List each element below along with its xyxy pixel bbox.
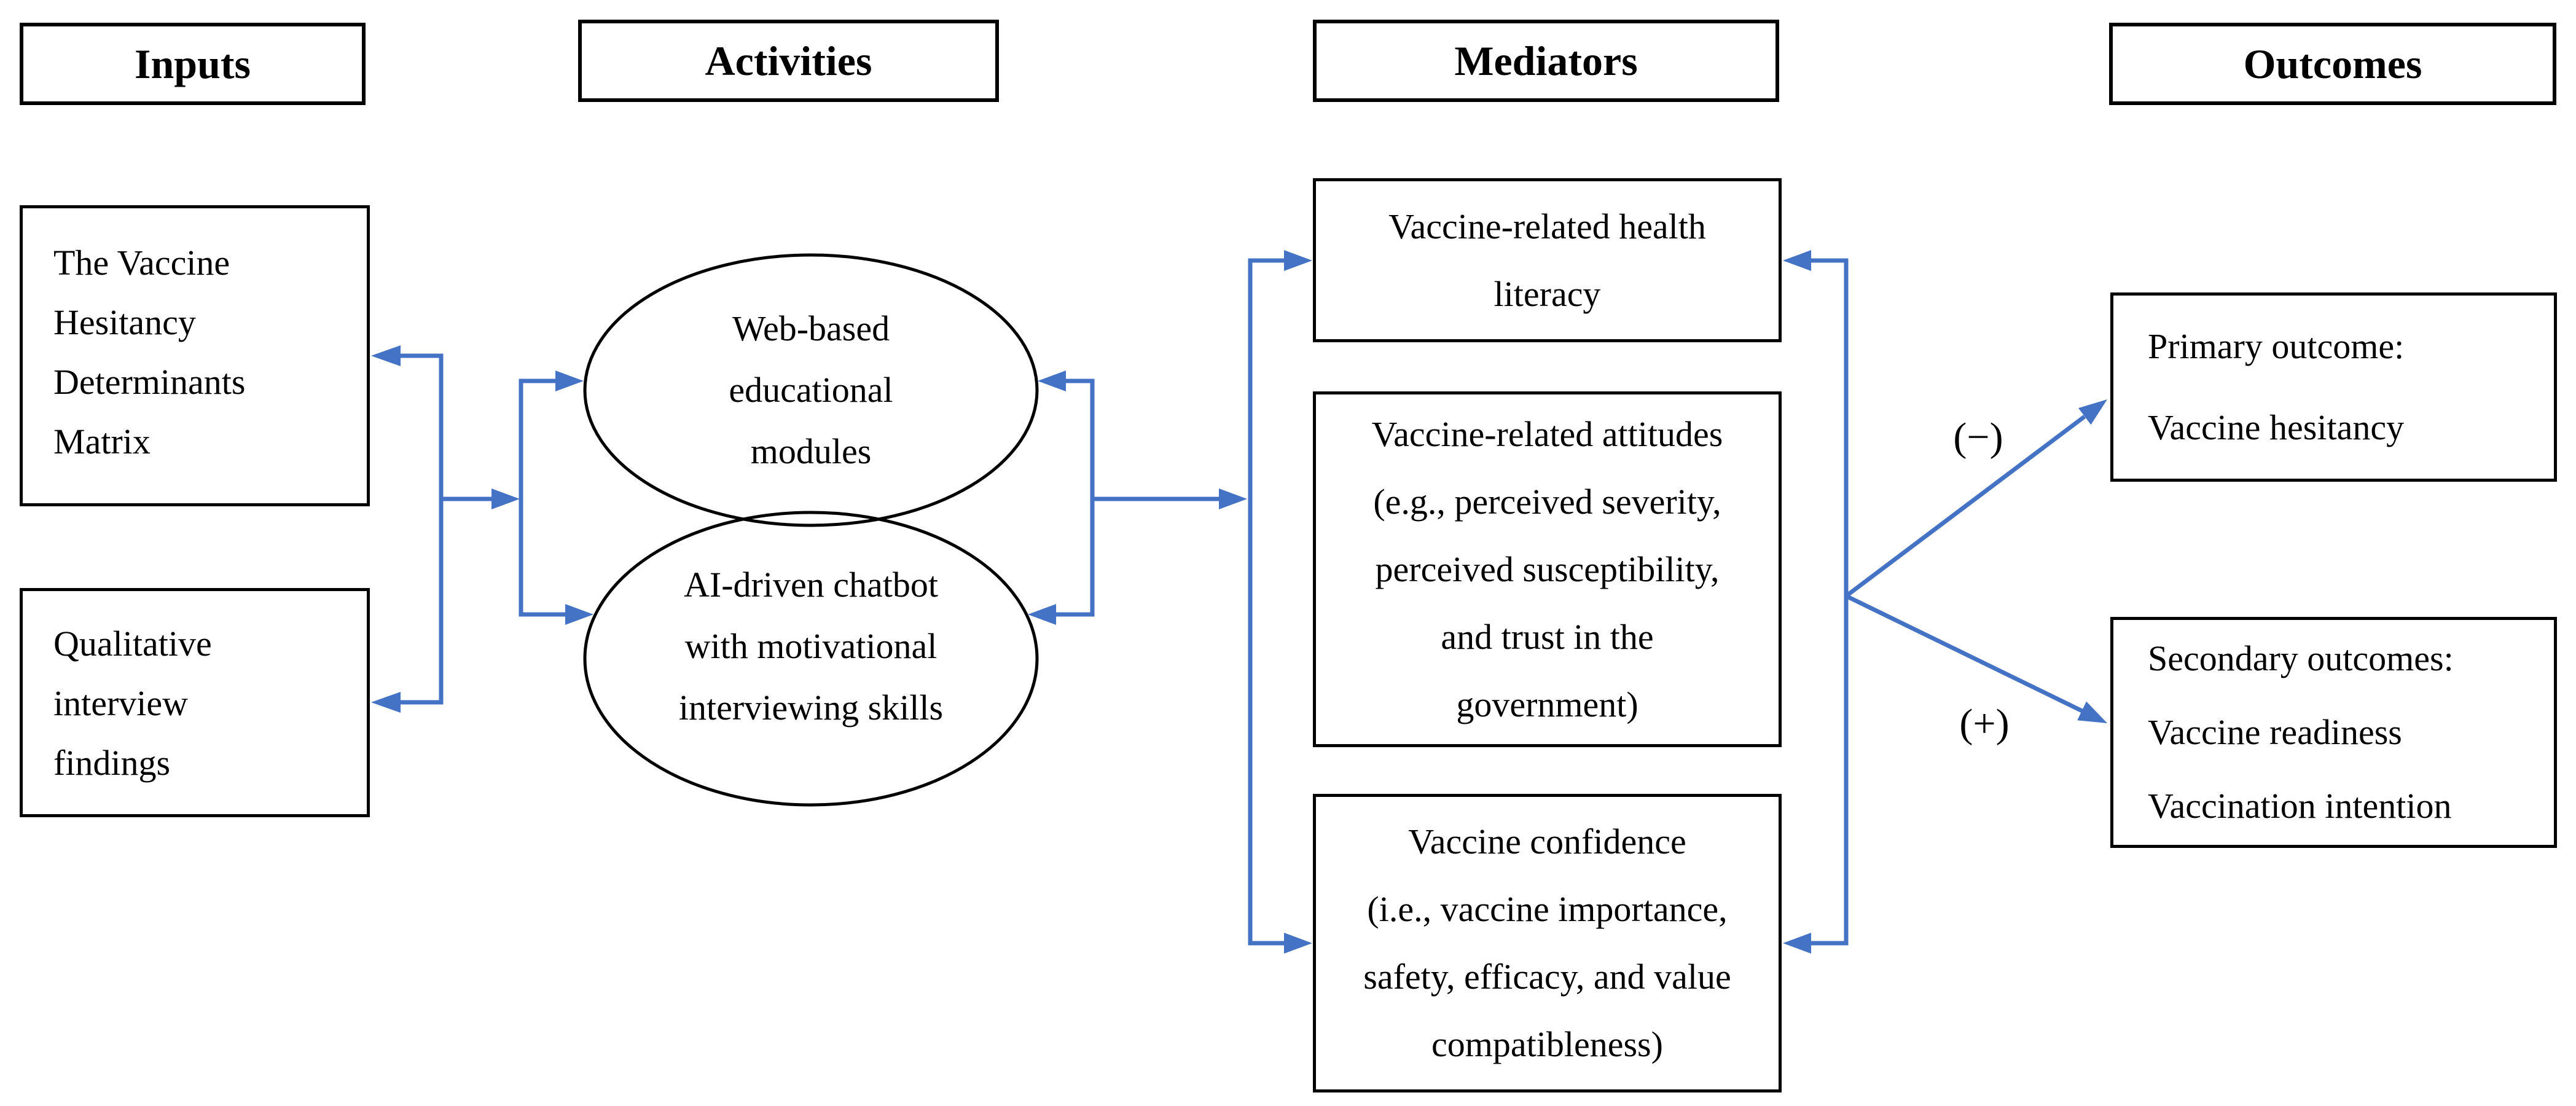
text-line: interview bbox=[53, 683, 189, 723]
ellipse-web-modules bbox=[583, 253, 1039, 527]
header-outcomes-label: Outcomes bbox=[2243, 40, 2422, 87]
text-line: Vaccine hesitancy bbox=[2148, 407, 2405, 447]
text-line: educational bbox=[729, 370, 893, 410]
input-box-qualitative-findings: Qualitative interview findings bbox=[20, 588, 370, 817]
outcome-box-secondary: Secondary outcomes: Vaccine readiness Va… bbox=[2110, 617, 2557, 848]
text-line: compatibleness) bbox=[1431, 1024, 1663, 1064]
text-line: Matrix bbox=[53, 422, 151, 461]
connector-activities-left-bracket bbox=[519, 378, 565, 617]
text-line: Vaccine confidence bbox=[1408, 822, 1686, 861]
header-mediators-label: Mediators bbox=[1454, 37, 1638, 84]
ellipse-ai-chatbot-text: AI-driven chatbot with motivational inte… bbox=[585, 554, 1037, 739]
text-line: interviewing skills bbox=[678, 688, 944, 728]
arrowhead-into-ellipse2-right bbox=[1028, 604, 1056, 625]
text-line: Hesitancy bbox=[53, 302, 196, 342]
text-line: The Vaccine bbox=[53, 243, 230, 283]
mediator-box-vaccine-confidence: Vaccine confidence (i.e., vaccine import… bbox=[1313, 794, 1782, 1092]
connector-mediators-to-secondary bbox=[1845, 594, 2083, 713]
ellipse-web-modules-text: Web-based educational modules bbox=[585, 298, 1037, 482]
label-positive-effect: (+) bbox=[1959, 701, 2010, 746]
text-line: Primary outcome: bbox=[2148, 326, 2405, 366]
text-line: and trust in the bbox=[1441, 616, 1654, 657]
arrowhead-into-confidence-left bbox=[1284, 933, 1312, 954]
connector-mediators-to-primary bbox=[1844, 415, 2086, 598]
header-activities: Activities bbox=[578, 20, 999, 102]
arrowhead-into-ellipse1-right bbox=[1038, 371, 1066, 391]
header-inputs-label: Inputs bbox=[134, 40, 251, 87]
arrowhead-into-mediators-bracket bbox=[1219, 488, 1247, 509]
header-inputs: Inputs bbox=[20, 23, 366, 105]
text-line: Vaccination intention bbox=[2148, 786, 2452, 826]
mediator-box-attitudes: Vaccine-related attitudes (e.g., perceiv… bbox=[1313, 391, 1782, 747]
text-line: Qualitative bbox=[53, 624, 212, 664]
arrowhead-into-confidence-right bbox=[1783, 933, 1811, 954]
connector-mediators-left-bracket bbox=[1248, 258, 1284, 946]
text-line: (e.g., perceived severity, bbox=[1373, 481, 1721, 522]
arrowhead-into-input1 bbox=[371, 345, 401, 366]
text-line: findings bbox=[53, 743, 171, 783]
text-line: (i.e., vaccine importance, bbox=[1367, 889, 1728, 929]
arrowhead-into-input2 bbox=[371, 692, 401, 713]
text-line: Vaccine readiness bbox=[2148, 712, 2402, 752]
arrowhead-into-activities-bracket bbox=[491, 488, 520, 509]
header-activities-label: Activities bbox=[705, 37, 872, 84]
arrowhead-into-literacy-left bbox=[1284, 250, 1312, 271]
arrowhead-into-secondary-outcome bbox=[2077, 701, 2107, 723]
text-line: safety, efficacy, and value bbox=[1363, 957, 1731, 997]
outcome-box-primary: Primary outcome: Vaccine hesitancy bbox=[2110, 292, 2557, 482]
arrowhead-into-ellipse2-left bbox=[565, 604, 593, 625]
header-mediators: Mediators bbox=[1313, 20, 1779, 102]
text-line: modules bbox=[750, 431, 872, 471]
arrowhead-into-ellipse1-left bbox=[555, 371, 584, 391]
text-line: Vaccine-related attitudes bbox=[1371, 414, 1723, 454]
arrowhead-into-literacy-right bbox=[1783, 250, 1811, 271]
text-line: Secondary outcomes: bbox=[2148, 638, 2454, 678]
connector-mediators-right-bracket bbox=[1811, 258, 1849, 946]
input-box-vaccine-hesitancy-matrix: The Vaccine Hesitancy Determinants Matri… bbox=[20, 205, 370, 506]
text-line: perceived susceptibility, bbox=[1375, 549, 1720, 589]
header-outcomes: Outcomes bbox=[2109, 23, 2556, 105]
text-line: Web-based bbox=[732, 308, 890, 348]
text-line: with motivational bbox=[684, 626, 938, 666]
label-negative-effect: (−) bbox=[1953, 415, 2003, 460]
text-line: AI-driven chatbot bbox=[684, 565, 938, 605]
text-line: Determinants bbox=[53, 362, 246, 402]
connector-activities-right-bracket bbox=[1056, 378, 1095, 617]
arrowhead-into-primary-outcome bbox=[2078, 399, 2107, 425]
text-line: literacy bbox=[1494, 273, 1601, 314]
mediator-box-health-literacy: Vaccine-related health literacy bbox=[1313, 178, 1782, 342]
text-line: government) bbox=[1456, 684, 1638, 724]
ellipse-ai-chatbot bbox=[583, 511, 1039, 807]
connector-inputs-bracket bbox=[401, 353, 444, 705]
text-line: Vaccine-related health bbox=[1388, 206, 1706, 246]
